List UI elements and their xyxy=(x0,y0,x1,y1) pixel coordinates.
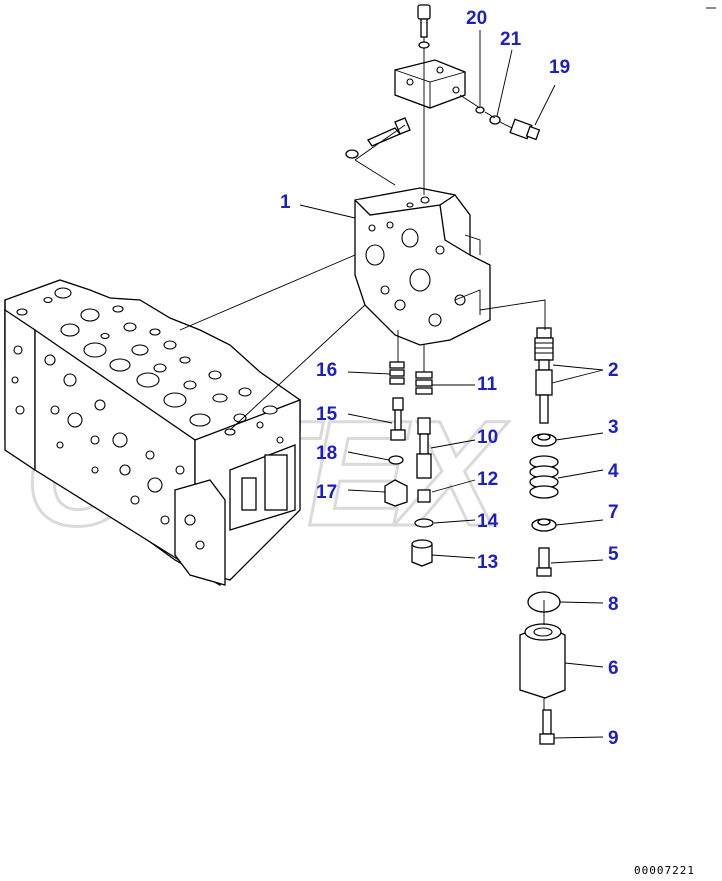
cover-bolt xyxy=(417,4,431,49)
drawing-code: 00007221 xyxy=(634,864,695,877)
callout-9: 9 xyxy=(608,728,619,749)
callout-leaders xyxy=(299,30,604,739)
callout-4: 4 xyxy=(608,461,619,482)
valve-section-part-1 xyxy=(354,187,491,346)
spool-assembly-middle xyxy=(384,361,434,567)
callout-17: 17 xyxy=(316,482,337,503)
callout-16: 16 xyxy=(316,360,337,381)
long-bolt xyxy=(345,117,411,159)
callout-12: 12 xyxy=(477,469,498,490)
part-21-ring xyxy=(489,115,501,125)
callout-19: 19 xyxy=(549,57,570,78)
main-valve-block xyxy=(4,279,301,587)
callout-8: 8 xyxy=(608,594,619,615)
spool-assembly-right xyxy=(519,327,566,745)
callout-14: 14 xyxy=(477,511,499,532)
cover-plate xyxy=(394,59,466,109)
callout-2: 2 xyxy=(608,360,619,381)
callout-15: 15 xyxy=(316,404,338,425)
part-19-plug xyxy=(509,84,556,141)
callout-7: 7 xyxy=(608,502,619,523)
callout-1: 1 xyxy=(280,192,291,213)
callout-21: 21 xyxy=(500,29,522,50)
callout-3: 3 xyxy=(608,417,619,438)
assembly-guide-lines xyxy=(179,48,546,710)
callouts: 1 2 3 4 5 6 7 8 9 10 11 12 13 14 15 16 1… xyxy=(280,8,619,749)
callout-18: 18 xyxy=(316,443,337,464)
part-20-ring xyxy=(475,106,485,114)
callout-13: 13 xyxy=(477,552,498,573)
callout-5: 5 xyxy=(608,544,619,565)
callout-20: 20 xyxy=(466,8,487,29)
callout-10: 10 xyxy=(477,427,498,448)
callout-11: 11 xyxy=(477,374,498,395)
callout-6: 6 xyxy=(608,658,619,679)
